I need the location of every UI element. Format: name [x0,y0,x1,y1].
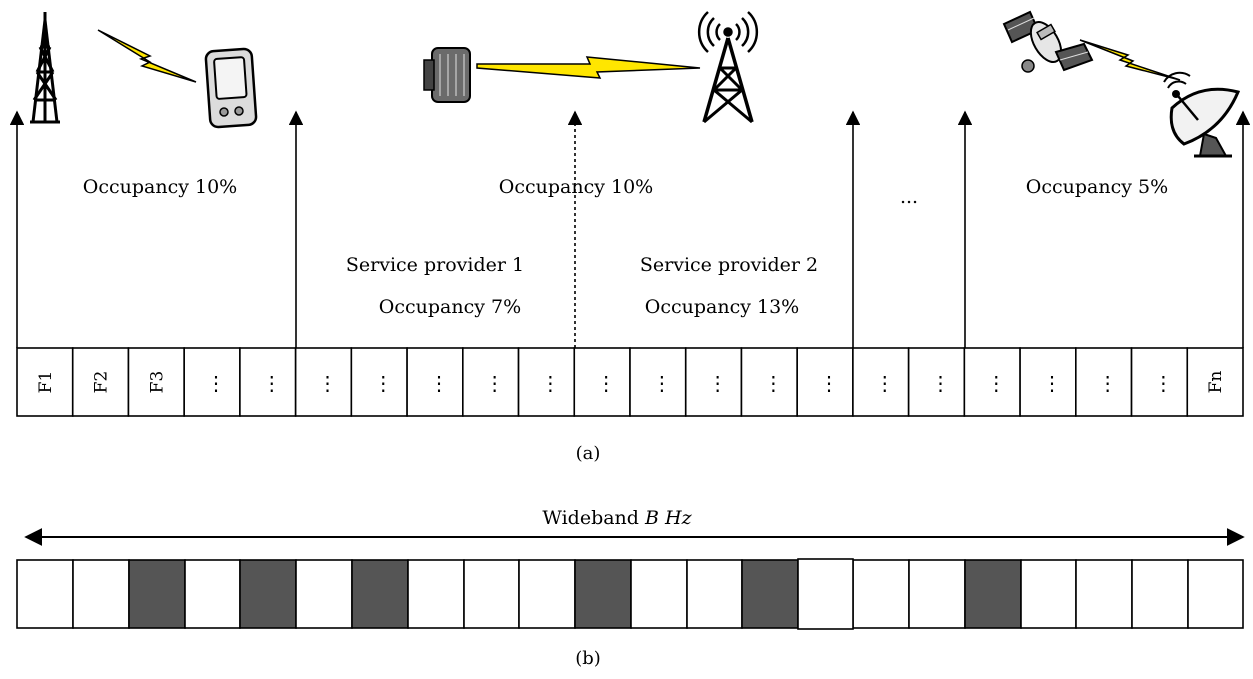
channel-cell-a [1019,347,1077,417]
vertical-ellipsis: ⋮ [1153,371,1173,395]
service-provider-1-label: Service provider 1 [346,254,524,276]
ellipsis: ... [900,186,918,208]
channel-cell-a [963,347,1021,417]
vacant-channel-cell [16,559,74,629]
channel-cell-a [462,347,520,417]
channel-cell-a [350,347,408,417]
vacant-channel-cell [686,559,743,629]
band-2-occupancy-label: Occupancy 10% [499,176,653,198]
occupied-channel-cell [574,559,632,629]
vertical-ellipsis: ⋮ [1098,371,1118,395]
vacant-channel-cell [797,558,854,630]
band-n-occupancy-label: Occupancy 5% [1026,176,1168,198]
service-provider-2-occupancy: Occupancy 13% [645,296,799,318]
channel-label: F3 [147,371,167,394]
vacant-channel-cell [72,559,130,629]
panel-b: Wideband B Hz (b) [16,507,1245,669]
vertical-ellipsis: ⋮ [819,371,839,395]
channel-strip-a: F1 F2 F3 ⋮ ⋮ ⋮ ⋮ ⋮ ⋮ ⋮ ⋮ ⋮ ⋮ ⋮ ⋮ ⋮ ⋮ ⋮ ⋮ ⋮ ⋮ Fn [16,347,1244,417]
panel-a: Occupancy 10% Occupancy 10% ... Occupanc… [9,110,1251,464]
channel-cell-a [1075,347,1133,417]
channel-label: F1 [36,371,56,394]
vacant-channel-cell [184,559,241,629]
service-provider-2-label: Service provider 2 [640,254,818,276]
vertical-ellipsis: ⋮ [708,371,728,395]
vacant-channel-cell [295,559,353,629]
channel-cell-a [852,347,910,417]
channel-cell-a [796,347,854,417]
vertical-ellipsis: ⋮ [652,371,672,395]
occupied-channel-cell [239,559,297,629]
wideband-variable: B Hz [644,507,693,529]
channel-cell-a [684,347,743,417]
channel-cell-a [1186,347,1244,417]
vertical-ellipsis: ⋮ [986,371,1006,395]
broadcast-tower-icon [697,11,759,124]
channel-label: F2 [92,371,112,394]
vertical-ellipsis: ⋮ [540,371,560,395]
caption-a: (a) [576,443,601,464]
service-provider-1-occupancy: Occupancy 7% [379,296,521,318]
lightning-icon [476,56,701,79]
channel-cell-a [127,347,185,417]
caption-b: (b) [575,648,601,669]
channel-label: Fn [1206,371,1226,394]
pda-device-icon [204,47,258,129]
satellite-dish-icon [1163,71,1241,158]
vacant-channel-cell [852,559,910,629]
vertical-ellipsis: ⋮ [262,371,282,395]
vertical-ellipsis: ⋮ [875,371,895,395]
wideband-label: Wideband B Hz [542,507,692,529]
vacant-channel-cell [630,559,688,629]
vacant-channel-cell [1075,559,1133,629]
vacant-channel-cell [518,559,576,629]
vacant-channel-cell [407,559,465,629]
vertical-ellipsis: ⋮ [931,371,951,395]
band-1-occupancy-label: Occupancy 10% [83,176,237,198]
cell-tower-icon [30,12,60,124]
vertical-ellipsis: ⋮ [206,371,226,395]
channel-cell-a [573,347,631,417]
occupied-channel-cell [964,559,1022,629]
vertical-ellipsis: ⋮ [318,371,338,395]
vertical-ellipsis: ⋮ [485,371,505,395]
vacant-channel-cell [908,559,966,629]
vertical-ellipsis: ⋮ [763,371,783,395]
vertical-ellipsis: ⋮ [1042,371,1062,395]
channel-cell-a [1130,347,1189,417]
channel-cell-a [16,347,74,417]
vertical-ellipsis: ⋮ [429,371,449,395]
occupied-channel-cell [351,559,409,629]
channel-cell-a [71,347,130,417]
lightning-icon [1079,39,1181,81]
vacant-channel-cell [1131,559,1189,629]
antenna-panel-icon [423,47,471,103]
lightning-icon [97,29,197,83]
vacant-channel-cell [463,559,520,629]
wideband-prefix: Wideband [542,507,645,529]
channel-strip-b [16,558,1244,630]
occupied-channel-cell [741,559,799,629]
occupied-channel-cell [128,559,186,629]
vertical-ellipsis: ⋮ [596,371,616,395]
vertical-ellipsis: ⋮ [373,371,393,395]
channel-cell-a [239,347,297,417]
vacant-channel-cell [1020,559,1077,629]
vacant-channel-cell [1187,559,1244,629]
satellite-icon [1002,10,1094,73]
